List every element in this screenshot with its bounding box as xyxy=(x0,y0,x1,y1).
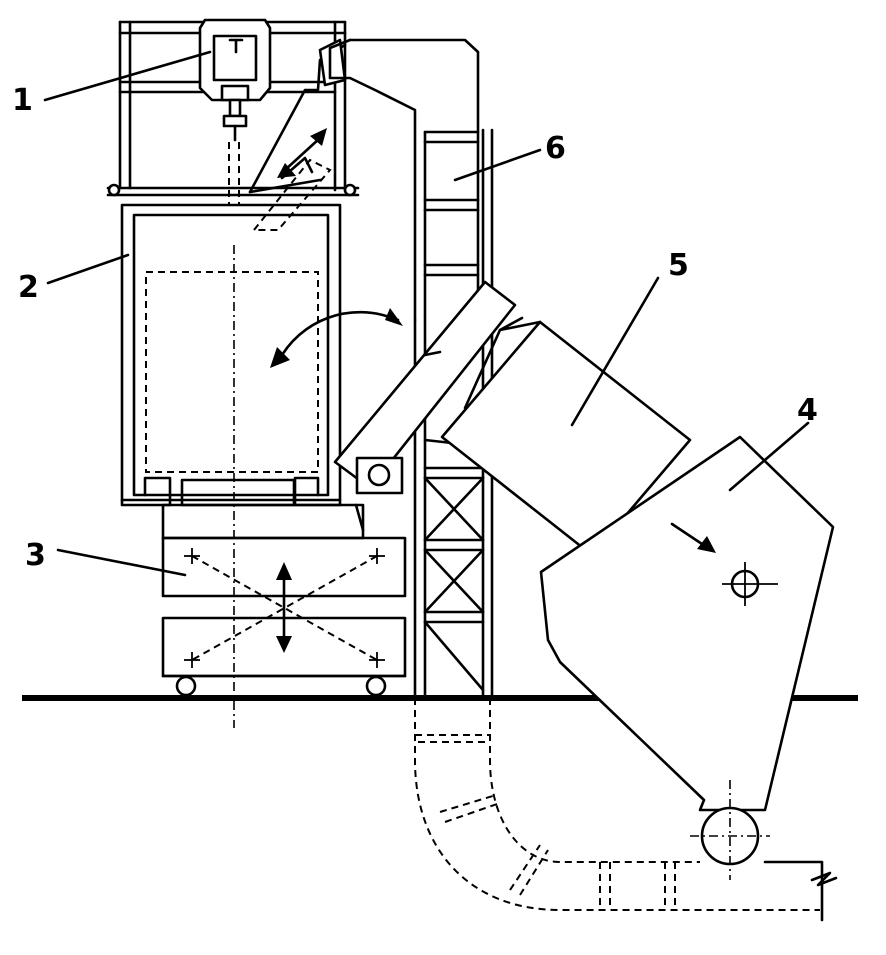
hoist-trolley xyxy=(198,18,272,204)
callout-2: 2 xyxy=(18,253,130,305)
callout-4: 4 xyxy=(728,393,818,492)
receiving-hopper xyxy=(539,435,835,812)
transfer-drum xyxy=(440,316,692,557)
lift-platform xyxy=(161,503,407,697)
svg-text:1: 1 xyxy=(12,83,33,118)
container xyxy=(120,203,403,507)
callout-3: 3 xyxy=(25,538,187,577)
tipping-arm xyxy=(333,280,517,495)
svg-text:2: 2 xyxy=(18,270,39,305)
callout-5: 5 xyxy=(570,248,689,427)
svg-text:6: 6 xyxy=(545,131,566,166)
callout-1: 1 xyxy=(12,50,212,118)
callout-6: 6 xyxy=(453,131,566,182)
underground-conveyor xyxy=(414,698,838,922)
svg-text:3: 3 xyxy=(25,538,46,573)
svg-text:5: 5 xyxy=(668,248,689,283)
discharge-chute xyxy=(248,38,347,231)
svg-text:4: 4 xyxy=(797,393,818,428)
